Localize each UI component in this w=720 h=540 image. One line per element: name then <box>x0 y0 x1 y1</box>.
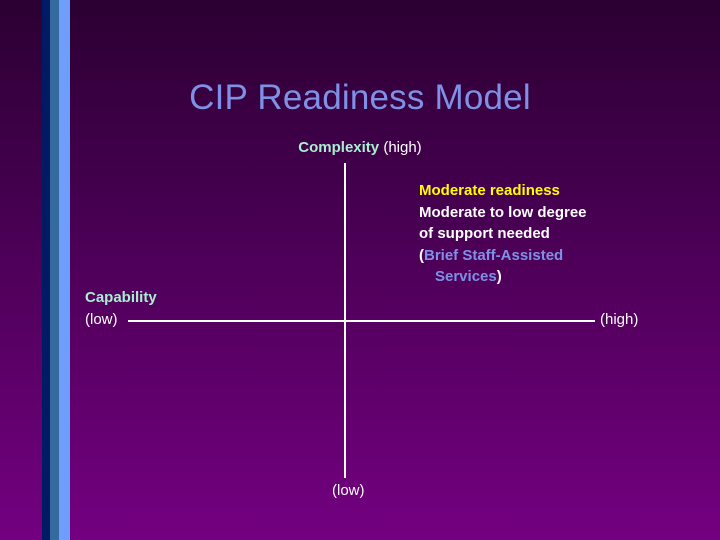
complexity-axis-label-value: (high) <box>379 139 422 156</box>
annotation-paren-close: ) <box>496 268 502 285</box>
annotation-paren-open: ( <box>419 246 424 264</box>
annotation-heading: Moderate readiness <box>419 180 679 202</box>
complexity-axis-label-strong: Complexity <box>298 139 380 156</box>
page-title: CIP Readiness Model <box>189 78 531 117</box>
annotation-line-1: Moderate to low degree <box>419 203 587 221</box>
annotation-line-2: of support needed <box>419 225 550 242</box>
capability-high-label: (high) <box>600 311 639 328</box>
annotation-heading-text: Moderate readiness <box>419 182 560 199</box>
annotation-service-text-2: Services <box>435 268 497 285</box>
light-stripe <box>59 0 70 540</box>
quadrant-annotation-upper-right: Moderate readiness Moderate to low degre… <box>419 180 679 288</box>
complexity-axis-label: Complexity (high) <box>0 139 720 156</box>
annotation-service-line-1: (Brief Staff-Assisted <box>419 245 679 267</box>
steel-stripe <box>50 0 59 540</box>
complexity-low-label: (low) <box>332 482 365 499</box>
annotation-service-text-1: Brief Staff-Assisted <box>424 246 564 264</box>
capability-low-label: (low) <box>85 311 118 328</box>
annotation-service-line-2: Services) <box>419 266 679 288</box>
horizontal-axis-line <box>128 320 595 322</box>
capability-axis-label: Capability <box>85 289 157 306</box>
navy-stripe <box>42 0 50 540</box>
